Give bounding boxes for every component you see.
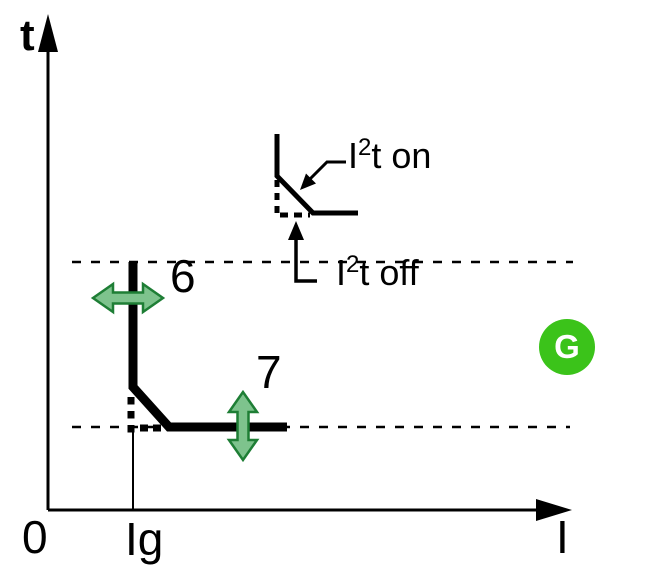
vertical-adjust-arrow-icon xyxy=(226,389,260,463)
x-tick-label-ig: Ig xyxy=(125,513,164,565)
i2t-on-label: I2t on xyxy=(348,135,432,176)
origin-label: 0 xyxy=(22,511,48,563)
setting-6-label: 6 xyxy=(170,250,196,302)
ground-fault-badge-letter: G xyxy=(554,328,580,365)
i2t-off-pointer-arrowhead-icon xyxy=(288,221,304,240)
y-axis-arrowhead-icon xyxy=(38,14,58,52)
i2t-on-pointer-arrowhead-icon xyxy=(300,173,316,190)
i2t-on-sup: 2 xyxy=(358,134,372,161)
x-axis-label: I xyxy=(556,511,569,563)
i2t-off-base: I xyxy=(336,252,347,293)
x-axis-arrowhead-icon xyxy=(536,499,572,521)
i2t-off-sup: 2 xyxy=(346,251,360,278)
setting-7-label: 7 xyxy=(256,346,282,398)
y-axis-label: t xyxy=(20,11,35,60)
i2t-on-base: I xyxy=(348,135,359,176)
i2t-off-rest: t off xyxy=(359,252,419,293)
trip-curve xyxy=(128,262,287,432)
i2t-inset-curve xyxy=(274,134,358,216)
i2t-on-pointer-line xyxy=(307,160,346,182)
i2t-off-label: I2t off xyxy=(336,252,419,293)
i2t-on-rest: t on xyxy=(371,135,432,176)
i2t-off-pointer-line xyxy=(294,238,317,283)
horizontal-adjust-arrow-icon xyxy=(90,281,166,315)
ground-fault-badge: G xyxy=(539,319,595,375)
